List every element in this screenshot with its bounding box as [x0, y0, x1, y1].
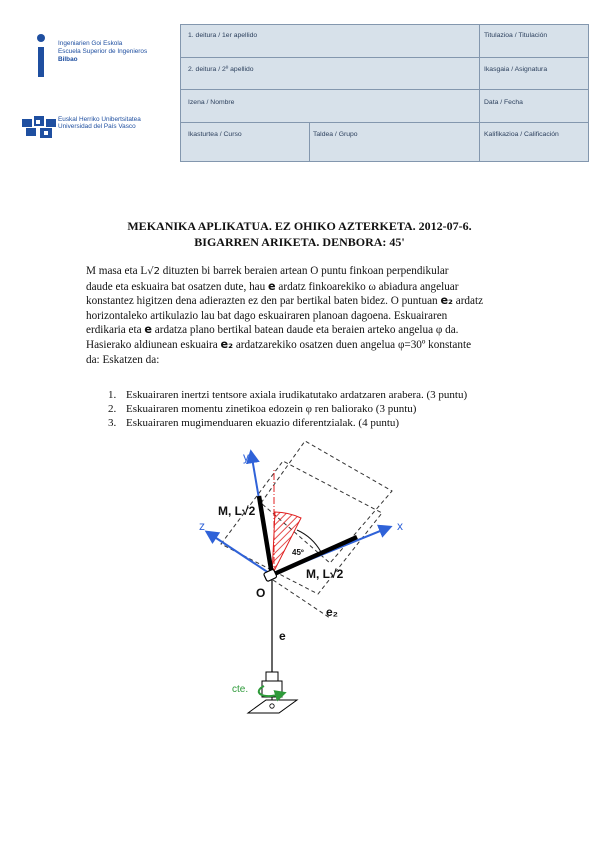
- group-label[interactable]: Taldea / Grupo: [313, 131, 358, 138]
- school-logo-dot: [37, 34, 45, 42]
- exercise-title: BIGARREN ARIKETA. DENBORA: 45': [194, 235, 405, 249]
- university-name: Euskal Herriko Unibertsitatea Universida…: [58, 116, 141, 131]
- y-axis-label: y: [243, 450, 249, 464]
- university-logo-icon: [22, 116, 56, 138]
- axis-e-symbol: e: [268, 279, 276, 293]
- form-divider: [479, 25, 480, 122]
- school-logo-bar: [38, 47, 44, 77]
- name-label[interactable]: Izena / Nombre: [188, 99, 235, 106]
- form-divider: [181, 57, 588, 58]
- dashed-plane-front: [220, 460, 383, 595]
- angle-label: 45º: [292, 548, 304, 557]
- axis-e2-symbol: e₂: [220, 337, 234, 351]
- subject-label[interactable]: Ikasgaia / Asignatura: [484, 66, 548, 73]
- torque-arrow-icon: [257, 685, 287, 702]
- school-name: Ingeniarien Goi Eskola Escuela Superior …: [58, 40, 147, 64]
- base-pivot-icon: [269, 703, 275, 709]
- school-city: Bilbao: [58, 56, 78, 63]
- motor-top-icon: [265, 671, 279, 682]
- surname1-label[interactable]: 1. deitura / 1er apellido: [188, 32, 258, 39]
- question-list: 1.Eskuairaren inertzi tentsore axiala ir…: [108, 388, 467, 430]
- degree-label[interactable]: Titulazioa / Titulación: [484, 32, 548, 39]
- list-item: 1.Eskuairaren inertzi tentsore axiala ir…: [108, 389, 468, 401]
- angle-sector: [271, 511, 302, 576]
- right-bar-label: M, L√2: [306, 567, 344, 581]
- right-bar: [271, 534, 358, 578]
- statement-line: horizontaleko artikulazio lau bat dago e…: [86, 309, 448, 322]
- angle-arc: [296, 529, 322, 553]
- sqrt-two: √2: [147, 266, 160, 277]
- form-divider: [309, 122, 310, 162]
- statement-line: erdikaria eta e ardatza plano bertikal b…: [86, 323, 459, 337]
- problem-statement: M masa eta L√2 dituzten bi barrek beraie…: [86, 264, 526, 367]
- form-divider: [181, 89, 588, 90]
- list-item: 2.Eskuairaren momentu zinetikoa edozein …: [108, 403, 417, 415]
- statement-line: M masa eta L√2 dituzten bi barrek beraie…: [86, 265, 449, 277]
- left-bar: [256, 495, 275, 576]
- axis-e-symbol: e: [144, 323, 152, 337]
- course-label[interactable]: Ikasturtea / Curso: [188, 131, 242, 138]
- school-name-es: Escuela Superior de Ingenieros: [58, 48, 148, 55]
- university-name-eu: Euskal Herriko Unibertsitatea: [58, 116, 141, 123]
- university-name-es: Universidad del País Vasco: [58, 123, 136, 131]
- statement-line: da: Eskatzen da:: [86, 353, 160, 366]
- grade-label[interactable]: Kalifikazioa / Calificación: [484, 131, 559, 138]
- torque-label: cte.: [232, 684, 248, 695]
- e2-axis-line: [272, 579, 331, 619]
- z-axis: [204, 530, 273, 576]
- joint-icon: [263, 568, 278, 582]
- e-axis-label: e: [279, 629, 286, 643]
- axis-e2-symbol: e₂: [440, 294, 453, 308]
- surname2-label[interactable]: 2. deitura / 2º apellido: [188, 66, 254, 73]
- exam-title: MEKANIKA APLIKATUA. EZ OHIKO AZTERKETA. …: [127, 219, 472, 233]
- form-divider: [479, 122, 480, 162]
- z-axis-label: z: [199, 519, 205, 533]
- form-divider: [181, 122, 588, 123]
- student-info-form: 1. deitura / 1er apellido Titulazioa / T…: [180, 24, 589, 162]
- statement-line: daude eta eskuaira bat osatzen dute, hau…: [86, 279, 459, 293]
- point-o-label: O: [256, 586, 265, 600]
- dashed-plane-back: [260, 440, 393, 564]
- left-bar-label: M, L√2: [218, 504, 256, 518]
- statement-line: konstantez higitzen dena adierazten ez d…: [86, 294, 484, 308]
- school-name-eu: Ingeniarien Goi Eskola: [58, 40, 123, 47]
- list-item: 3.Eskuairaren mugimenduaren ekuazio dife…: [108, 417, 400, 429]
- e2-axis-label: e₂: [326, 605, 338, 619]
- date-label[interactable]: Data / Fecha: [484, 99, 523, 106]
- x-axis-label: x: [397, 519, 403, 533]
- statement-line: Hasierako aldiunean eskuaira e₂ ardatzar…: [86, 337, 472, 351]
